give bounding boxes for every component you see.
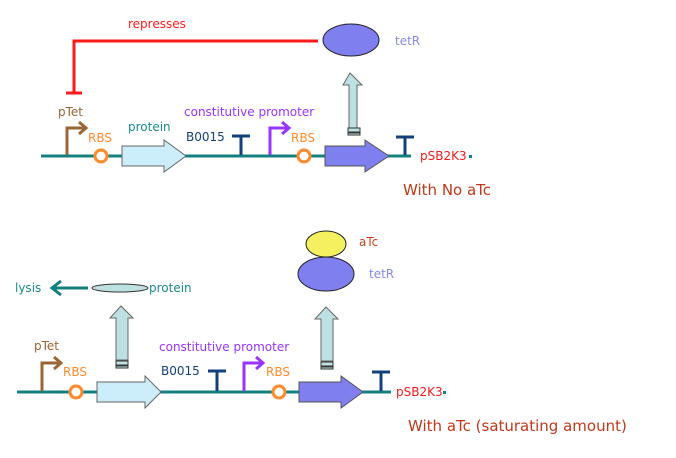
panel-title: With aTc (saturating amount) [408,417,627,435]
protein-cds-arrow [121,139,187,173]
tetr-cds-arrow [324,139,390,173]
panel-no-atc: represses pTet RBS protein B0015 constit… [41,17,491,199]
lysis-label: lysis [15,281,41,295]
terminator2-icon [372,370,390,391]
expression-arrow-tetr [313,306,340,370]
rbs2-label: RBS [266,365,290,379]
protein-label: protein [128,120,171,134]
backbone-end-dot [443,391,446,394]
panel-title: With No aTc [403,181,491,199]
ptet-label: pTet [34,339,59,353]
terminator1-icon [208,369,226,391]
rbs1-label: RBS [88,131,112,145]
tetr-label: tetR [369,267,394,281]
const-promoter-icon [242,355,266,391]
const-promoter-label: constitutive promoter [184,105,314,119]
atc-label: aTc [359,235,378,249]
terminator1-icon [232,134,250,155]
ptet-promoter-icon [40,355,64,391]
protein-product [91,283,149,293]
repression-line [72,39,318,93]
const-promoter-icon [268,120,292,155]
protein-cds-arrow [96,374,162,410]
tetr-protein [297,256,355,292]
terminator1-label: B0015 [186,130,225,144]
plasmid-label: pSB2K3 [396,385,443,399]
const-promoter-label: constitutive promoter [159,340,289,354]
rbs1-icon [93,148,109,164]
ptet-promoter-icon [65,120,89,155]
rbs1-icon [68,384,84,400]
repress-label: represses [128,17,186,31]
tetr-label: tetR [395,34,420,48]
backbone-end-dot [469,155,472,158]
expression-arrow-tetr [342,72,364,136]
rbs1-label: RBS [63,365,87,379]
atc-molecule [305,230,347,258]
terminator1-label: B0015 [161,364,200,378]
panel-with-atc: lysis protein pTet RBS B0015 [15,230,627,435]
plasmid-label: pSB2K3 [420,149,467,163]
rbs2-icon [271,384,287,400]
rbs2-icon [296,148,312,164]
protein-product-label: protein [149,281,192,295]
terminator2-icon [396,135,414,155]
ptet-label: pTet [58,105,83,119]
tetr-cds-arrow [298,375,364,409]
expression-arrow-protein [108,305,135,369]
rbs2-label: RBS [291,131,315,145]
lysis-arrow-icon [49,279,88,297]
tetr-protein [322,23,380,57]
